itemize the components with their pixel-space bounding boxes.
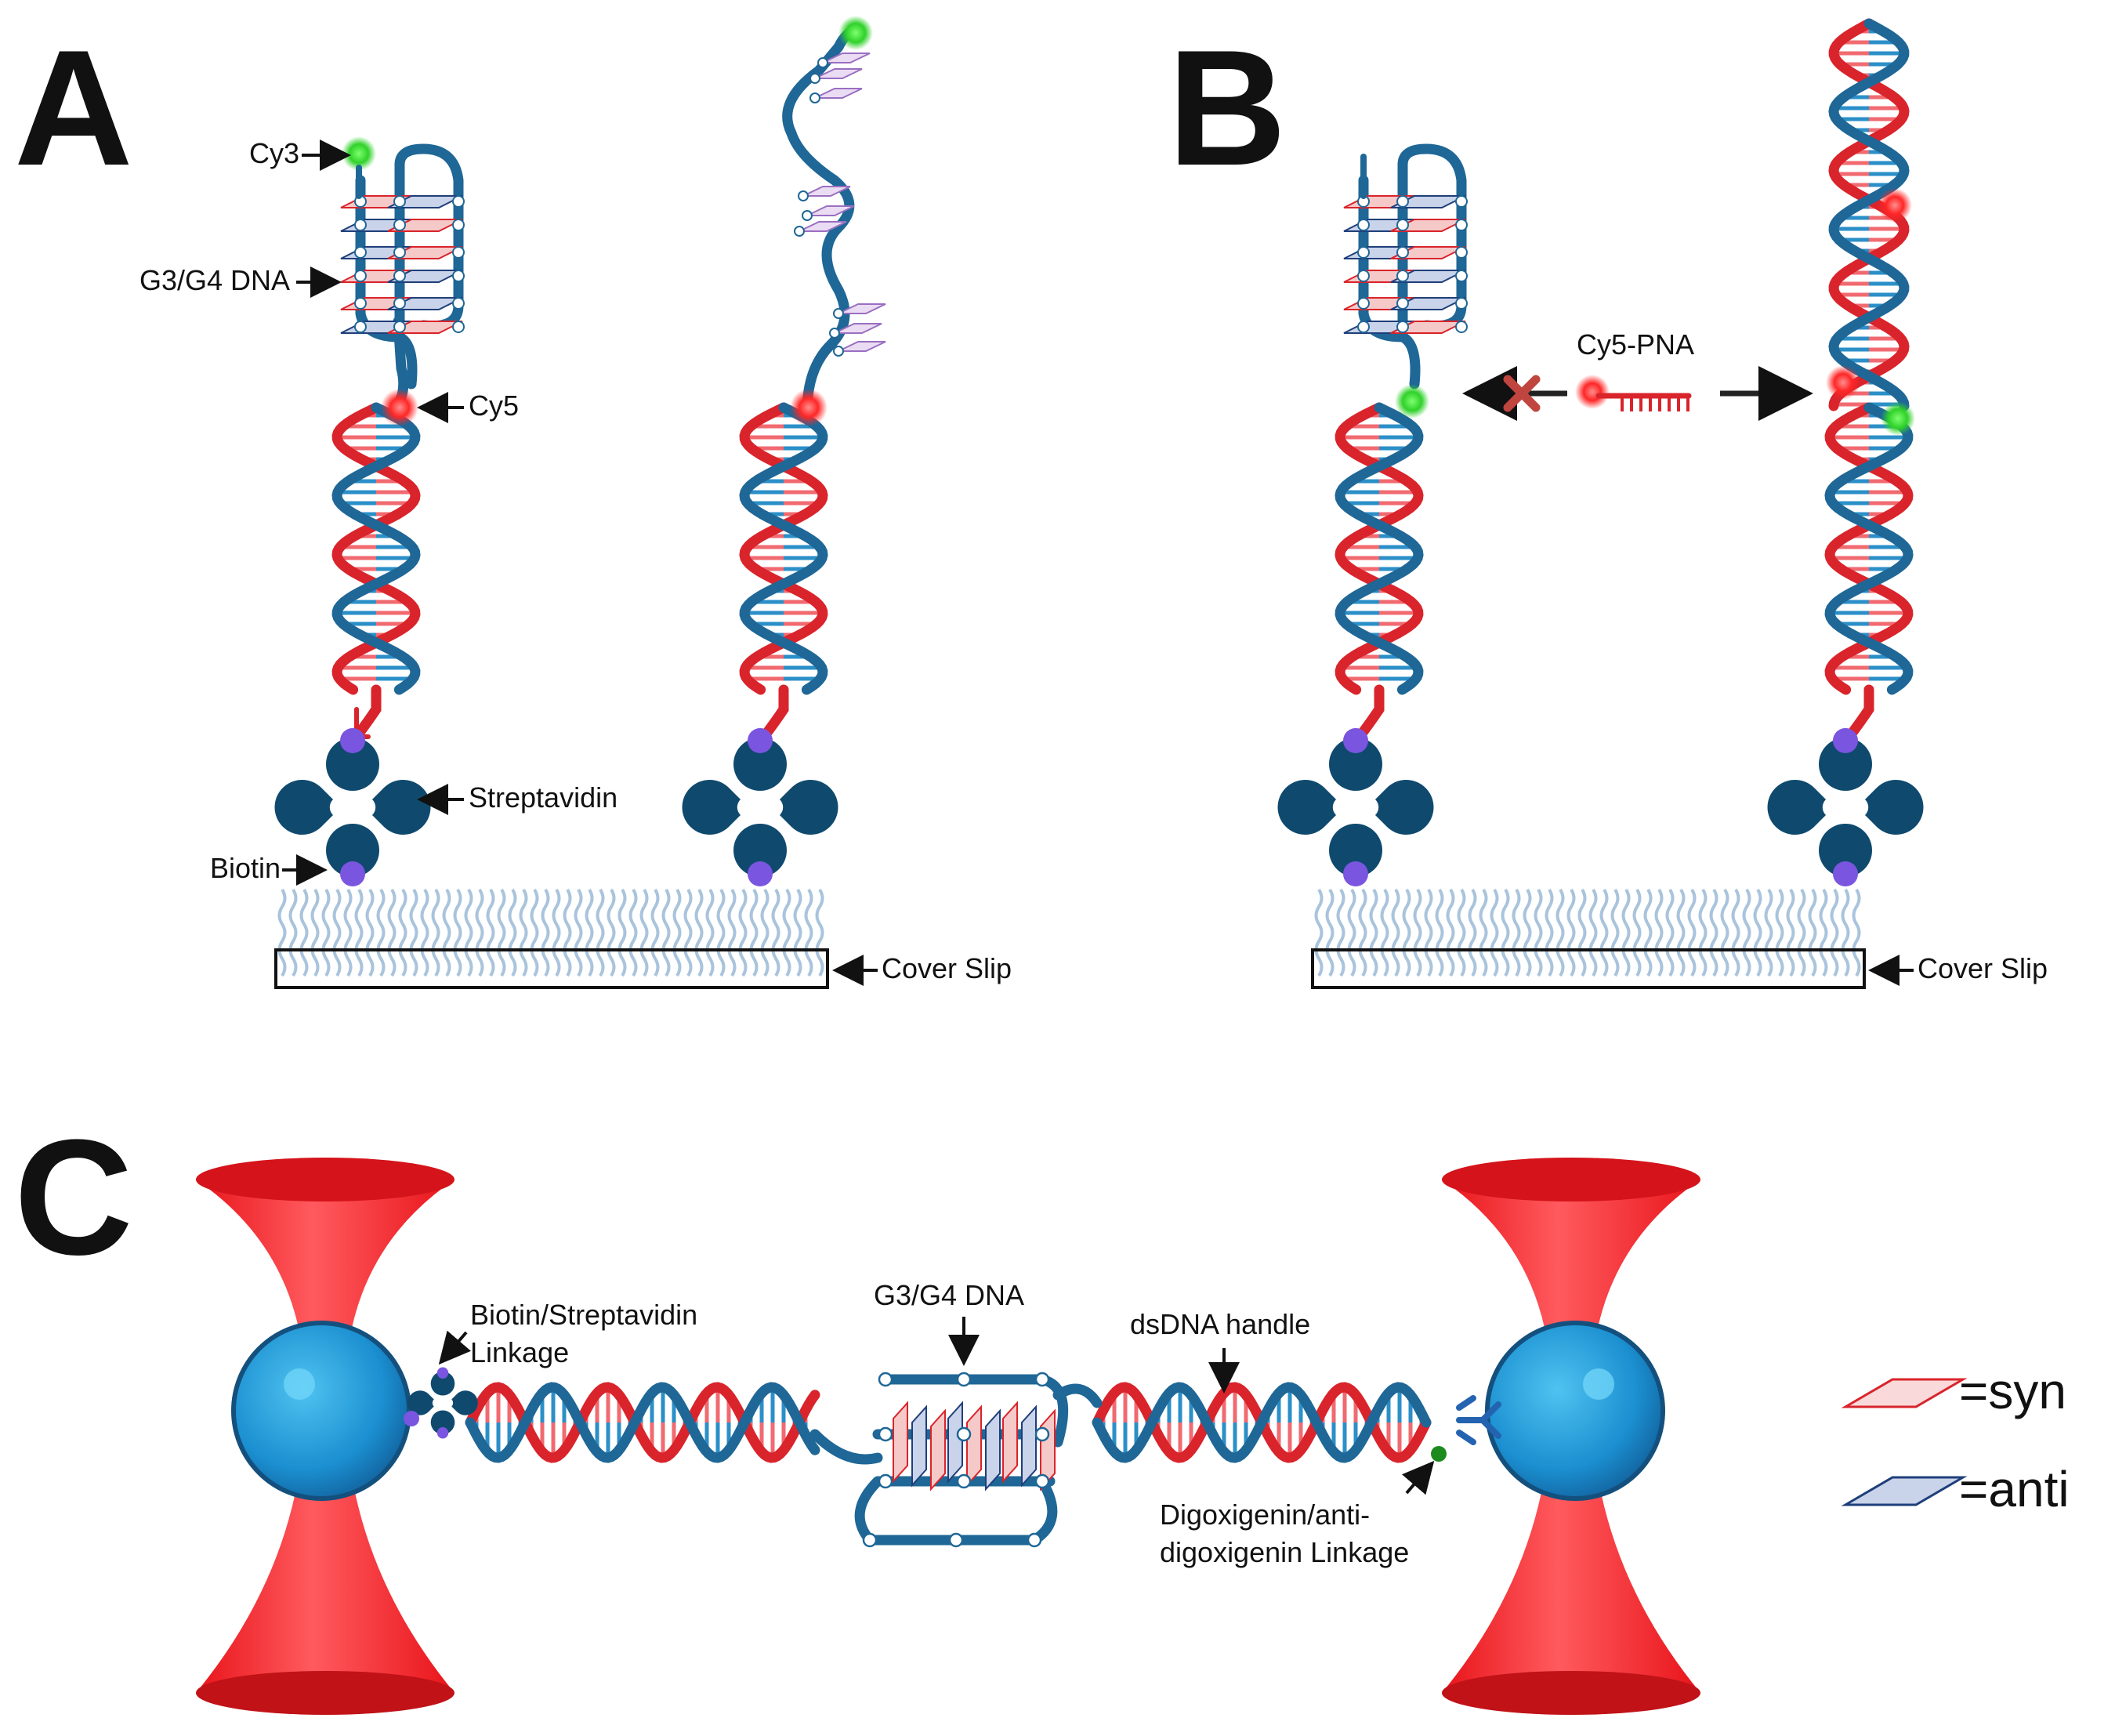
cy3-dye-b1 [1395,384,1429,419]
molecule-b1-folded [1277,143,1468,886]
peg-brush-b [1314,888,1861,977]
cy3-dye-a2 [838,16,873,50]
label-cover-slip-a: Cover Slip [882,952,1012,984]
ssdna-tail-a1 [351,684,382,742]
dsdna-handle-left [465,1382,820,1463]
legend-syn-label: =syn [1959,1363,2066,1419]
label-digoxigenin: Digoxigenin/anti- [1160,1499,1370,1531]
label-cy3: Cy3 [249,137,299,169]
cover-slip-a [274,948,829,989]
panel-c: Biotin/Streptavidin Linkage G3/G4 DNA ds… [196,1158,1700,1715]
anti-digoxigenin-antibody [1431,1395,1501,1462]
label-digoxigenin-2: digoxigenin Linkage [1160,1536,1409,1568]
pna-bases [1621,396,1689,411]
peg-brush-a [277,888,824,977]
laser-cone-left-bottom [196,1395,455,1709]
panel-a: Cy3 G3/G4 DNA Cy5 Streptavidin Biotin Co… [139,16,1012,989]
streptavidin-a1 [274,728,431,886]
molecule-a1-folded [274,136,465,886]
label-g3g4-dna-a: G3/G4 DNA [139,264,290,296]
unfolded-bases-a2 [794,53,886,357]
legend-syn-swatch [1841,1378,1968,1408]
digoxigenin [1431,1446,1447,1462]
cy5-pna-probe [1575,375,1692,411]
optical-trap-right [1442,1158,1700,1715]
label-g3g4-dna-c: G3/G4 DNA [874,1279,1024,1311]
molecule-b2-pna-bound [1767,18,1924,886]
dsdna-handle-right [1092,1382,1432,1463]
laser-cone-right-top [1442,1164,1700,1395]
cy5-pna-dye-b2-upper [1878,188,1912,223]
streptavidin-b2 [1767,728,1924,886]
label-biotin-streptavidin-2: Linkage [470,1336,569,1368]
label-cover-slip-b: Cover Slip [1918,952,2048,984]
panel-letter-c: C [14,1105,133,1289]
g-quadruplex-c [854,1372,1069,1548]
laser-cone-left-top [196,1164,455,1395]
ssdna-unfolded-a2 [782,26,860,417]
blocked-x-icon [1503,375,1541,412]
label-biotin-streptavidin: Biotin/Streptavidin [470,1299,697,1331]
dsdna-helix-b2-top [1828,18,1910,411]
dsdna-helix-b1 [1335,402,1424,695]
linker-left [809,1429,883,1465]
g-quadruplex-a1 [340,143,465,390]
legend: =syn =anti [1841,1363,2070,1517]
cy5-dye-a1 [381,389,418,426]
dsdna-helix-b2-bottom [1824,402,1914,695]
label-cy5: Cy5 [469,390,519,422]
g-quadruplex-b1 [1343,143,1468,390]
label-dsdna-handle: dsDNA handle [1130,1308,1310,1340]
cy3-dye-b2 [1881,401,1915,436]
molecule-a2-unfolded [682,16,886,886]
cy5-pna-dye [1575,375,1610,409]
legend-anti-label: =anti [1959,1461,2070,1517]
dsdna-helix-a2 [739,402,828,695]
cover-slip-b [1311,948,1866,989]
panel-b: Cy5-PNA Cover Slip [1277,18,2048,989]
panel-letter-b: B [1168,16,1287,200]
panel-letter-a: A [14,16,133,200]
label-streptavidin: Streptavidin [469,781,617,814]
streptavidin-b1 [1277,728,1434,886]
streptavidin-c [407,1367,478,1439]
biotin-c [404,1411,419,1426]
optical-trap-left [196,1158,455,1715]
cy5-pna-dye-b2-lower [1826,365,1860,400]
bead-left [231,1321,411,1501]
legend-anti-swatch [1841,1476,1968,1506]
label-cy5-pna: Cy5-PNA [1577,328,1694,361]
streptavidin-a2 [682,728,838,886]
cy5-dye-a2 [790,389,828,426]
label-biotin: Biotin [210,852,281,884]
dsdna-helix-a1 [331,402,421,695]
bead-right [1485,1321,1665,1501]
laser-cone-right-bottom [1442,1395,1700,1709]
